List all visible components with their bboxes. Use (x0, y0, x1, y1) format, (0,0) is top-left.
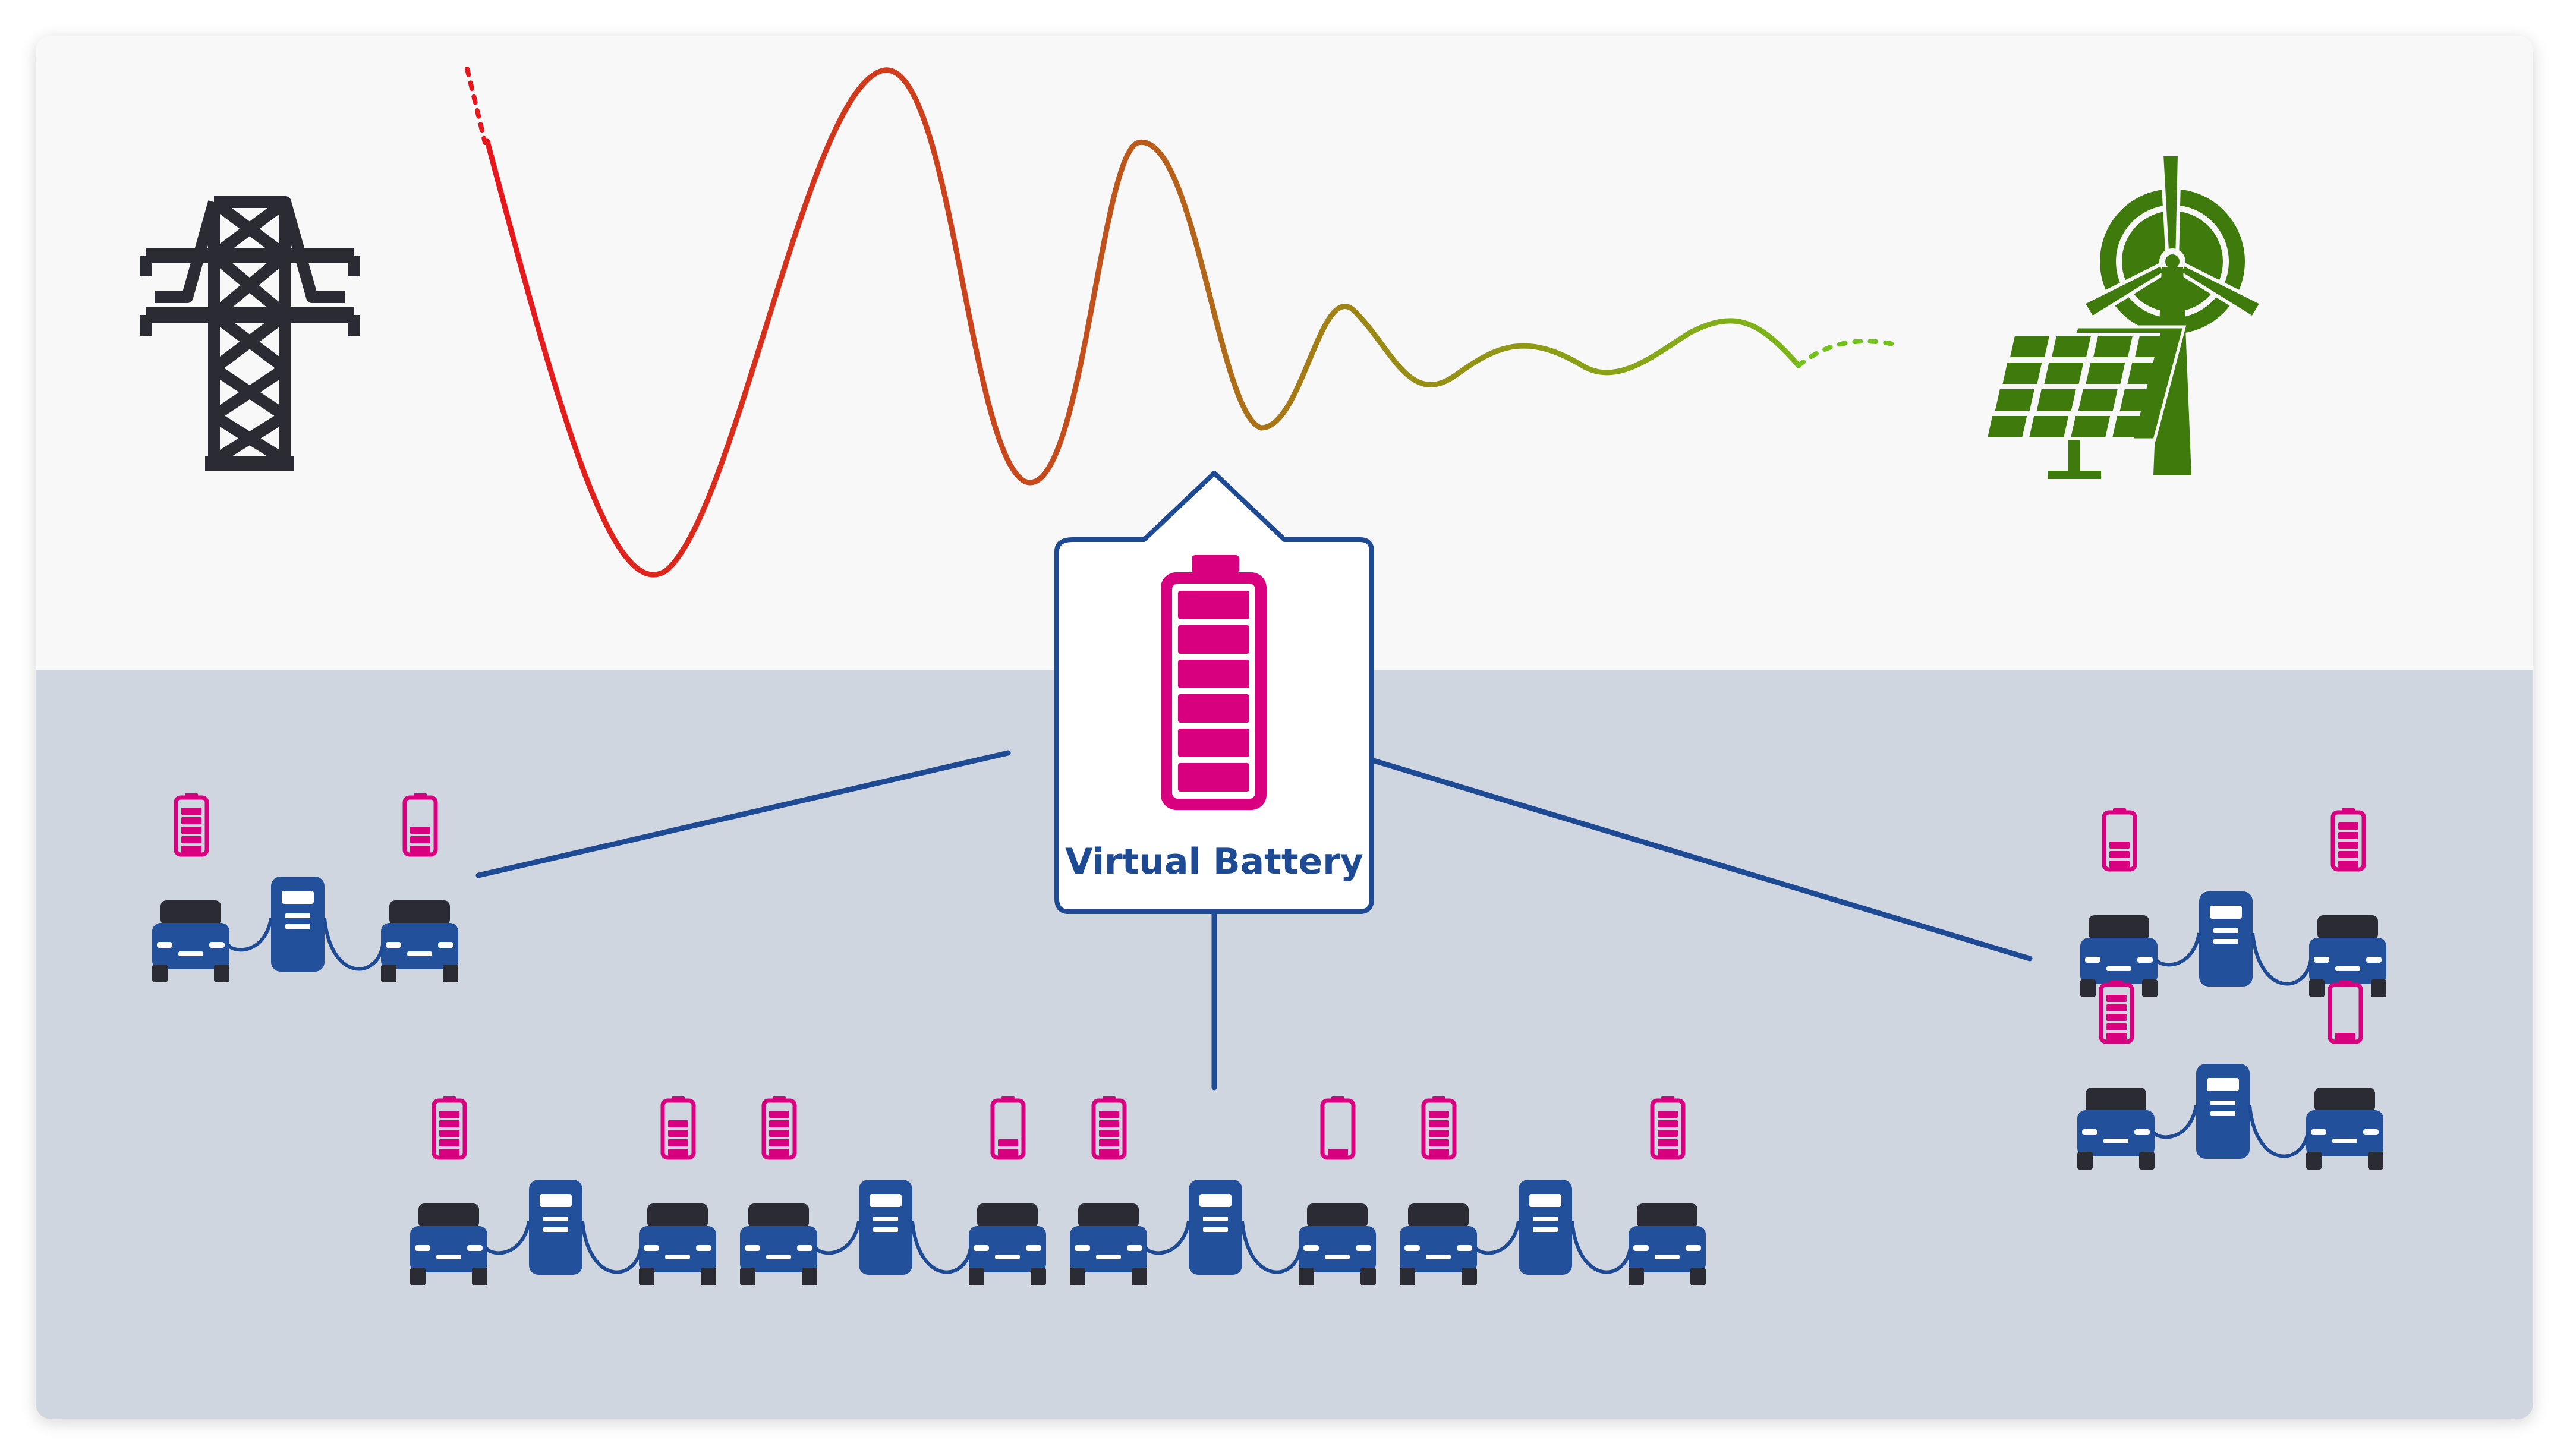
grid-frequency-wave-dotted-end (1796, 339, 1898, 368)
solar-cell (2093, 336, 2133, 357)
charging-station-icon (1519, 1180, 1572, 1275)
electric-car-icon (1629, 1203, 1706, 1285)
battery-segment (1178, 694, 1249, 723)
ev-battery-level-icon (2099, 981, 2134, 1044)
virtual-battery-callout: Virtual Battery (1054, 471, 1374, 914)
charging-cable (2155, 932, 2201, 967)
ev-battery-level-icon (1091, 1096, 1127, 1160)
charging-cable (1240, 1221, 1302, 1274)
connector-line-left (475, 750, 1011, 878)
charging-cable (814, 1221, 861, 1255)
charging-cable (1144, 1221, 1190, 1255)
electric-car-icon (639, 1203, 716, 1285)
ev-charging-clusters (152, 793, 2386, 1285)
charging-cable (1570, 1221, 1632, 1274)
charging-cable (484, 1221, 531, 1255)
ev-battery-level-icon (2328, 981, 2363, 1044)
charging-cable (911, 1221, 972, 1274)
electric-car-icon (1070, 1203, 1147, 1285)
charging-cable (323, 918, 385, 971)
electric-car-icon (2309, 915, 2386, 997)
charging-station-icon (859, 1180, 912, 1275)
solar-panel-stand (2048, 440, 2101, 479)
ev-battery-level-icon (402, 793, 438, 857)
ev-battery-level-icon (1421, 1096, 1457, 1160)
virtual-battery-diagram: Virtual Battery (36, 36, 2533, 1419)
charging-station-icon (529, 1180, 582, 1275)
diagram-canvas: Virtual Battery (36, 36, 2533, 1419)
electric-car-icon (740, 1203, 817, 1285)
charging-cable (581, 1221, 642, 1274)
charging-cable (2248, 1105, 2310, 1158)
charging-cable (1474, 1221, 1520, 1255)
power-pylon-icon (140, 196, 360, 471)
electric-car-icon (152, 900, 229, 982)
ev-battery-level-icon (761, 1096, 797, 1160)
ev-cluster-bottom (410, 1096, 1706, 1285)
solar-cell (2029, 416, 2069, 437)
solar-cell (2010, 336, 2049, 357)
solar-cell (2119, 389, 2159, 411)
solar-cell (2002, 363, 2042, 384)
grid-frequency-wave (484, 67, 1801, 578)
ev-cluster-left (152, 793, 458, 982)
ev-battery-level-icon (2330, 808, 2366, 872)
solar-cell (2044, 363, 2084, 384)
battery-segment (1178, 660, 1249, 688)
connector-line-right (1369, 757, 2033, 962)
electric-car-icon (381, 900, 458, 982)
solar-cell (2135, 336, 2174, 357)
ev-battery-level-icon (432, 1096, 467, 1160)
solar-cell (2052, 336, 2091, 357)
solar-cell (2071, 416, 2111, 437)
charging-cable (226, 918, 273, 952)
electric-car-icon (1400, 1203, 1477, 1285)
charging-station-icon (2199, 891, 2253, 987)
solar-panel-cells (1988, 336, 2174, 437)
ev-battery-level-icon (2102, 808, 2137, 872)
charging-station-icon (271, 877, 325, 972)
charging-cable (2152, 1105, 2198, 1139)
grid-frequency-wave-dotted-start (465, 67, 487, 145)
electric-car-icon (2077, 1088, 2155, 1170)
charging-cable (2251, 932, 2313, 986)
solar-cell (1988, 416, 2027, 437)
electric-car-icon (969, 1203, 1046, 1285)
solar-cell (1995, 389, 2034, 411)
charging-station-icon (2196, 1064, 2250, 1159)
ev-battery-level-icon (990, 1096, 1026, 1160)
solar-cell (2112, 416, 2152, 437)
ev-battery-level-icon (174, 793, 209, 857)
ev-battery-level-icon (1650, 1096, 1686, 1160)
solar-panel-grid (1958, 333, 2160, 440)
battery-segment (1178, 763, 1249, 792)
electric-car-icon (2306, 1088, 2383, 1170)
battery-segment (1178, 625, 1249, 654)
solar-cell (2127, 363, 2167, 384)
virtual-battery-label: Virtual Battery (1065, 841, 1363, 883)
electric-car-icon (410, 1203, 487, 1285)
ev-cluster-right-bottom (2077, 981, 2383, 1170)
ev-cluster-right-top (2080, 808, 2386, 997)
charging-station-icon (1189, 1180, 1242, 1275)
ev-battery-level-icon (660, 1096, 696, 1160)
battery-segment (1178, 591, 1249, 619)
electric-car-icon (1299, 1203, 1376, 1285)
solar-cell (2036, 389, 2076, 411)
battery-full-icon (1161, 555, 1267, 810)
solar-cell (2078, 389, 2118, 411)
connector-lines (475, 750, 2033, 1091)
solar-cell (2086, 363, 2125, 384)
ev-battery-level-icon (1320, 1096, 1356, 1160)
battery-segment (1178, 729, 1249, 757)
electric-car-icon (2080, 915, 2158, 997)
